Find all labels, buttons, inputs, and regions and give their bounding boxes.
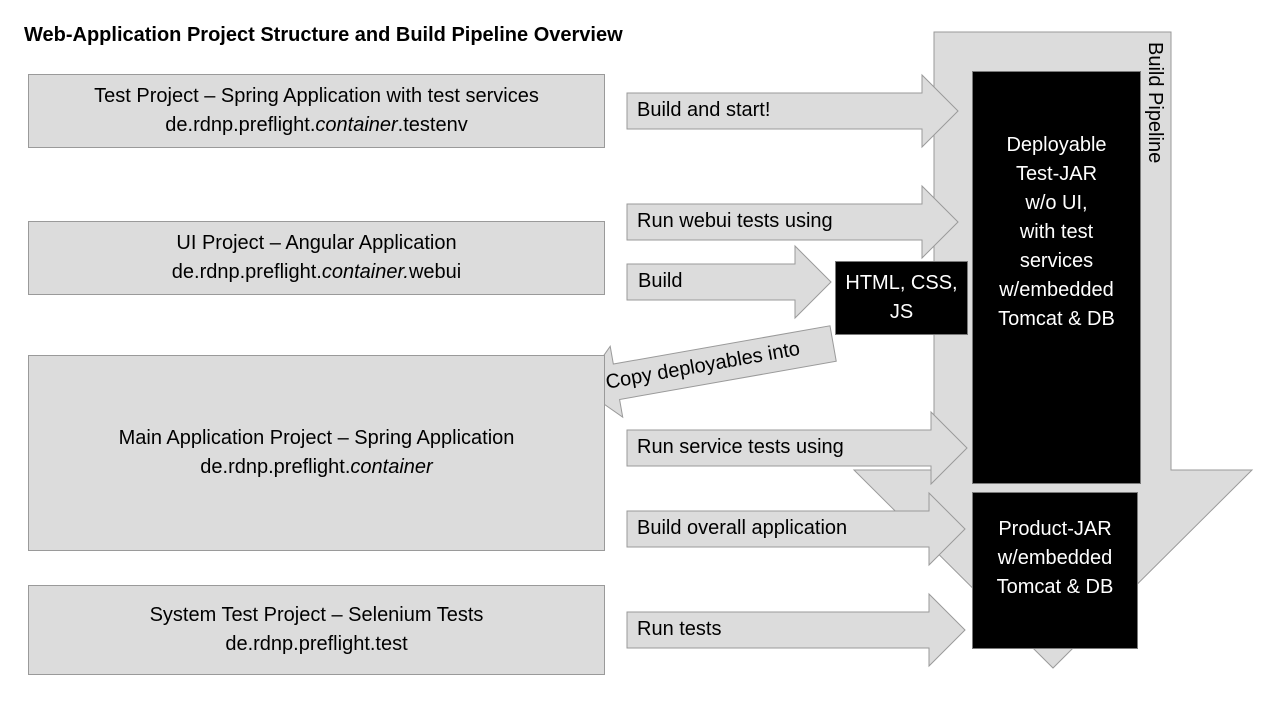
package-italic: container. (321, 261, 409, 283)
test-jar-box: Deployable Test-JAR w/o UI, with test se… (972, 71, 1141, 484)
build-overall-label: Build overall application (637, 517, 848, 539)
main-project-package: de.rdnp.preflight.container (200, 453, 432, 482)
main-project-box: Main Application Project – Spring Applic… (28, 355, 605, 551)
test-jar-line: with test (1019, 221, 1094, 243)
package-prefix: de.rdnp.preflight. (165, 114, 316, 136)
page-title: Web-Application Project Structure and Bu… (24, 24, 623, 46)
test-jar-line: w/embedded (999, 279, 1114, 301)
main-project-name: Main Application Project – Spring Applic… (118, 427, 515, 449)
product-jar-line: Product-JAR (998, 518, 1112, 540)
copy-deployables-arrow (580, 325, 837, 419)
build-label: Build (638, 270, 683, 292)
package-prefix: de.rdnp.preflight. (171, 261, 322, 283)
html-css-js-box: HTML, CSS, JS (835, 261, 968, 335)
system-test-project-name: System Test Project – Selenium Tests (149, 604, 484, 626)
package-prefix: de.rdnp.preflight. (200, 456, 351, 478)
system-test-project-package: de.rdnp.preflight.test (225, 630, 407, 659)
package-italic: container (315, 114, 398, 136)
test-jar-line: services (1019, 250, 1094, 272)
build-and-start-label: Build and start! (637, 99, 771, 121)
ui-project-package: de.rdnp.preflight.container.webui (172, 258, 461, 287)
run-tests-label: Run tests (637, 618, 722, 640)
test-jar-line: Tomcat & DB (998, 308, 1115, 330)
html-css-js-line: HTML, CSS, (845, 272, 958, 294)
run-webui-tests-arrow (626, 184, 959, 260)
run-service-tests-label: Run service tests using (637, 436, 844, 458)
test-project-package: de.rdnp.preflight.container.testenv (165, 111, 467, 140)
test-jar-line: w/o UI, (1025, 192, 1088, 214)
product-jar-box: Product-JAR w/embedded Tomcat & DB (972, 492, 1138, 649)
run-service-tests-arrow (626, 410, 968, 486)
ui-project-box: UI Project – Angular Application de.rdnp… (28, 221, 605, 295)
test-project-box: Test Project – Spring Application with t… (28, 74, 605, 148)
ui-project-name: UI Project – Angular Application (176, 232, 457, 254)
run-webui-tests-label: Run webui tests using (637, 210, 833, 232)
build-and-start-arrow (626, 73, 959, 149)
package-suffix: webui (408, 261, 462, 283)
build-pipeline-label: Build Pipeline (1144, 42, 1166, 164)
test-jar-line: Test-JAR (1015, 163, 1098, 185)
package-italic: container (350, 456, 433, 478)
run-tests-arrow (626, 592, 966, 668)
package-prefix: de.rdnp.preflight.test (225, 633, 408, 655)
product-jar-line: Tomcat & DB (996, 576, 1114, 598)
test-jar-line: Deployable (1006, 134, 1107, 156)
build-overall-arrow (626, 491, 966, 567)
html-css-js-line: JS (889, 301, 914, 323)
system-test-project-box: System Test Project – Selenium Tests de.… (28, 585, 605, 675)
package-suffix: .testenv (397, 114, 468, 136)
build-arrow (626, 244, 832, 320)
product-jar-line: w/embedded (997, 547, 1113, 569)
test-project-name: Test Project – Spring Application with t… (94, 85, 539, 107)
